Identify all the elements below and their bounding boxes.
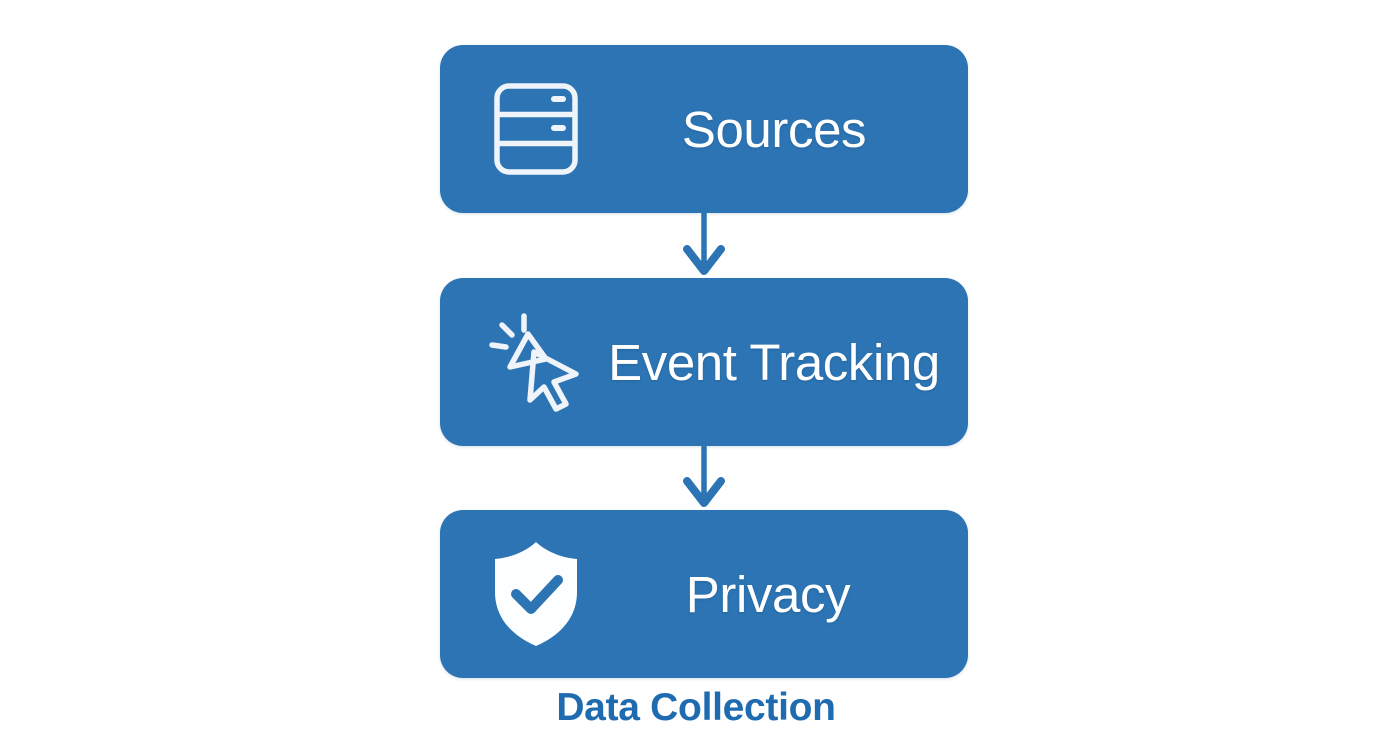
flow-stack: Sources — [440, 45, 968, 678]
flow-node-sources[interactable]: Sources — [440, 45, 968, 213]
cursor-click-icon — [488, 310, 584, 414]
flow-node-label: Event Tracking — [608, 333, 940, 391]
diagram-caption: Data Collection — [556, 686, 836, 729]
shield-check-icon — [488, 542, 584, 646]
arrow-down-icon-2 — [674, 444, 734, 510]
flow-node-privacy[interactable]: Privacy — [440, 510, 968, 678]
flow-node-label: Privacy — [685, 565, 851, 623]
flow-node-event-tracking[interactable]: Event Tracking — [440, 278, 968, 446]
flow-node-label: Sources — [681, 100, 867, 158]
arrow-down-icon-1 — [674, 212, 734, 278]
server-rack-icon — [488, 77, 584, 181]
